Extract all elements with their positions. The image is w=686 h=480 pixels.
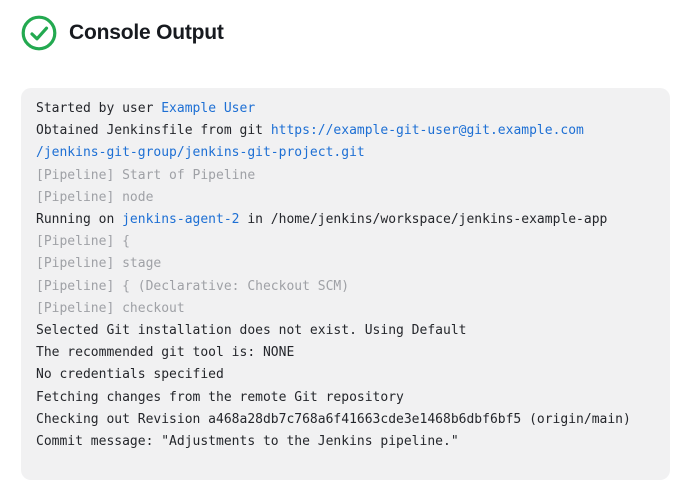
console-text: [Pipeline] checkout (36, 300, 185, 316)
console-line: /jenkins-git-group/jenkins-git-project.g… (36, 142, 655, 164)
console-line: Started by user Example User (36, 98, 655, 120)
console-text: No credentials specified (36, 367, 224, 383)
console-line: Checking out Revision a468a28db7c768a6f4… (36, 409, 655, 431)
console-text: The recommended git tool is: NONE (36, 345, 295, 361)
console-line: Selected Git installation does not exist… (36, 320, 655, 342)
console-text: Checking out Revision a468a28db7c768a6f4… (36, 411, 631, 427)
console-text: Obtained Jenkinsfile from git (36, 123, 271, 139)
console-link[interactable]: /jenkins-git-group/jenkins-git-project.g… (36, 145, 365, 161)
page-header: Console Output (0, 0, 686, 52)
console-line: Commit message: "Adjustments to the Jenk… (36, 431, 655, 453)
console-line: No credentials specified (36, 364, 655, 386)
success-check-circle-icon (21, 15, 57, 51)
console-link[interactable]: https://example-git-user@git.example.com (270, 123, 584, 139)
console-line: Obtained Jenkinsfile from git https://ex… (36, 120, 655, 142)
console-line: [Pipeline] stage (36, 253, 655, 275)
console-text: [Pipeline] Start of Pipeline (36, 167, 256, 183)
console-text: [Pipeline] node (36, 189, 154, 205)
console-line: [Pipeline] { (36, 231, 655, 253)
console-text: [Pipeline] { (Declarative: Checkout SCM) (36, 278, 350, 294)
console-text: Running on (36, 212, 123, 228)
console-text: Commit message: "Adjustments to the Jenk… (36, 434, 459, 450)
console-text: [Pipeline] { (36, 234, 130, 250)
console-link[interactable]: Example User (161, 101, 256, 116)
console-line: [Pipeline] { (Declarative: Checkout SCM) (36, 276, 655, 298)
console-text: Selected Git installation does not exist… (36, 323, 467, 339)
console-line: [Pipeline] Start of Pipeline (36, 165, 655, 187)
console-line: [Pipeline] node (36, 187, 655, 209)
page-title: Console Output (69, 21, 224, 44)
console-text: [Pipeline] stage (36, 256, 162, 272)
console-text: Fetching changes from the remote Git rep… (36, 389, 404, 405)
console-line: Fetching changes from the remote Git rep… (36, 387, 655, 409)
console-line: [Pipeline] checkout (36, 298, 655, 320)
console-link[interactable]: jenkins-agent-2 (122, 212, 240, 228)
console-line: The recommended git tool is: NONE (36, 342, 655, 364)
console-text: Started by user (36, 101, 162, 116)
console-text: in /home/jenkins/workspace/jenkins-examp… (239, 212, 608, 228)
console-line: Running on jenkins-agent-2 in /home/jenk… (36, 209, 655, 231)
